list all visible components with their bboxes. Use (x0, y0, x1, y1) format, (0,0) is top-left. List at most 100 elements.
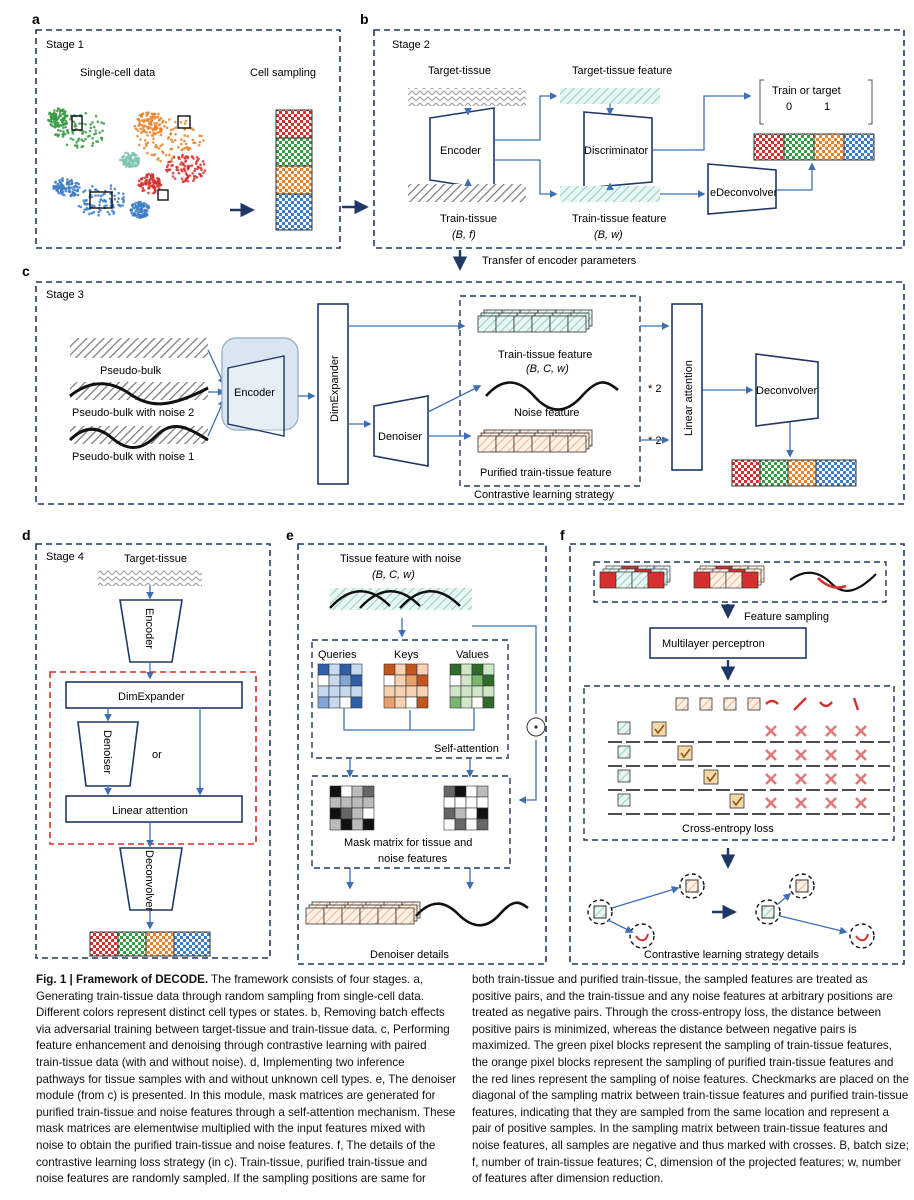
cell-point (168, 153, 171, 157)
cell-point (127, 161, 131, 165)
attention-cell (317, 685, 330, 698)
deconvolution-d-output-bar (89, 931, 211, 957)
attention-cell (339, 674, 352, 687)
cell-point (131, 206, 135, 209)
denoiser-details-frame (297, 543, 547, 965)
cell-point (202, 171, 205, 175)
cell-point (90, 204, 94, 207)
cell-point (69, 137, 73, 140)
mask-cell (362, 796, 375, 809)
target-feature-label: Target-tissue feature (572, 65, 672, 77)
cell-point (113, 187, 117, 191)
cell-point (61, 193, 64, 196)
train-feature-c-dims: (B, C, w) (526, 363, 569, 375)
deconvolver-c-label: Deconvolver (756, 385, 817, 397)
cell-point (150, 153, 153, 157)
figure-label: Fig. 1 | (36, 973, 76, 986)
mlp-label: Multilayer perceptron (662, 638, 765, 650)
self-attention-frame (311, 639, 509, 759)
cell-point (141, 176, 144, 180)
cell-point (140, 207, 144, 211)
cell-point (138, 213, 142, 217)
cell-point (131, 154, 134, 157)
cell-point (137, 210, 141, 214)
attention-cell (460, 663, 473, 676)
sampled-block (631, 571, 649, 589)
cell-point (122, 157, 125, 160)
cell-point (101, 193, 105, 196)
cell-point (56, 107, 60, 110)
header-noise (819, 701, 833, 708)
cell-point (61, 190, 65, 194)
caption-left-text: The framework consists of four stages. a… (36, 973, 456, 1186)
cell-point (192, 128, 195, 132)
cell-point (94, 194, 97, 197)
cell-point (199, 163, 202, 167)
cell-point (148, 131, 152, 134)
mask-cell (476, 818, 489, 831)
cell-point (161, 143, 164, 146)
cell-point (152, 153, 156, 157)
cell-point (67, 190, 71, 193)
cell-point (158, 123, 161, 127)
checkmark-icon (706, 772, 717, 783)
feature-block (323, 907, 343, 925)
cell-point (100, 136, 103, 140)
cell-point (101, 199, 105, 203)
cell-point (118, 203, 121, 207)
cell-point (154, 188, 157, 191)
stage1-label: Stage 1 (46, 39, 84, 51)
cell-point (183, 139, 186, 143)
cell-point (70, 186, 73, 190)
cell-point (75, 181, 79, 185)
label-zero: 0 (786, 101, 792, 113)
cell-point (129, 208, 132, 212)
feature-block (477, 315, 497, 333)
times2-label: * 2 (648, 435, 661, 447)
cell-point (142, 205, 145, 208)
sampled-block (615, 571, 633, 589)
cell-point (164, 153, 168, 157)
cell-point (58, 179, 61, 182)
cell-point (139, 216, 143, 219)
cell-point (176, 166, 179, 169)
cross-icon (855, 725, 867, 737)
cell-point (135, 153, 138, 157)
cell-point (144, 208, 147, 212)
train-tissue-dims: (B, f) (452, 229, 476, 241)
cell-point (49, 115, 53, 119)
panel-e: e Tissue feature with noise (B, C, w) Qu… (286, 527, 547, 965)
cell-point (191, 172, 194, 175)
noisy-feature-waves (329, 590, 461, 609)
noise-feature-e-wave (415, 901, 529, 927)
noisy-feature-bar (330, 588, 472, 610)
cell-point (97, 194, 100, 197)
cell-point (131, 161, 135, 164)
train-tissue-label: Train-tissue (440, 213, 497, 225)
attention-cell (350, 663, 363, 676)
attention-cell (449, 685, 462, 698)
cell-point (181, 163, 185, 167)
cell-point (200, 134, 203, 138)
cell-point (191, 138, 195, 142)
attention-cell (482, 696, 495, 709)
cell-point (84, 112, 88, 115)
cell-point (61, 117, 65, 120)
cell-point (84, 131, 88, 134)
cell-point (52, 112, 56, 115)
cell-point (137, 156, 141, 160)
mask-cell (476, 807, 489, 820)
mask-label-line2: noise features (378, 853, 448, 865)
cell-point (183, 134, 186, 137)
cell-point (49, 120, 52, 123)
dimexpander-box (317, 303, 349, 485)
cell-point (180, 155, 184, 159)
panel-b: b Stage 2 Target-tissue Target-tissue fe… (360, 11, 905, 271)
mask-cell (465, 818, 478, 831)
cell-point (185, 155, 188, 158)
attention-cell (383, 696, 396, 709)
mask-cell (362, 785, 375, 798)
feature-block (567, 435, 587, 453)
cell-point (193, 141, 197, 145)
encoder-c-label: Encoder (234, 387, 275, 399)
